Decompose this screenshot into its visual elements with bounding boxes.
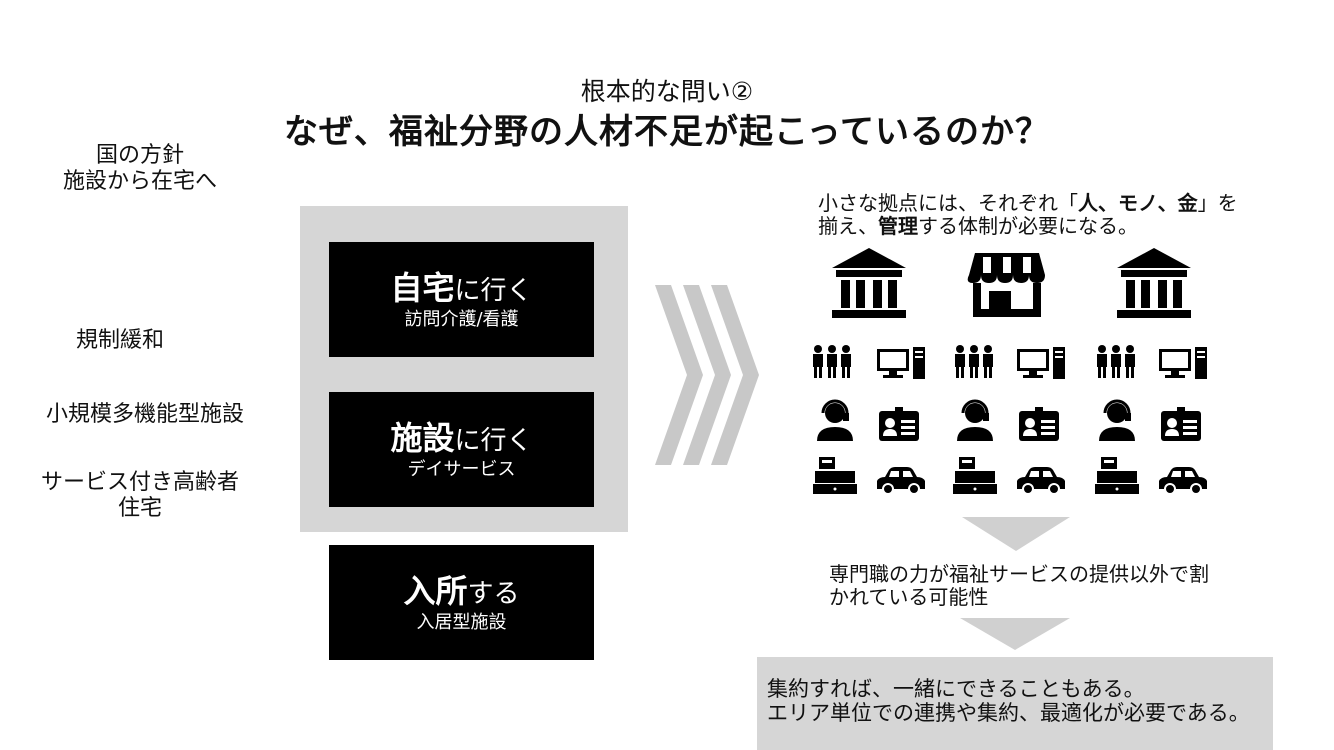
down-arrow-icon bbox=[960, 618, 1070, 650]
people-icon bbox=[1097, 345, 1135, 378]
service-residence-line2: 住宅 bbox=[117, 496, 162, 521]
chevron-arrows-icon bbox=[655, 285, 759, 465]
admission-box: 入所する 入居型施設 bbox=[329, 545, 594, 660]
home-visit-box: 自宅に行く 訪問介護/看護 bbox=[329, 242, 594, 357]
facility-visit-rest: に行く bbox=[454, 426, 533, 456]
facility-visit-bold: 施設 bbox=[390, 419, 455, 457]
admission-rest: する bbox=[467, 579, 520, 609]
people-icon bbox=[955, 345, 993, 378]
computer-icon bbox=[877, 347, 925, 379]
service-residence-line1: サービス付き高齢者 bbox=[40, 470, 239, 495]
cash-register-icon bbox=[953, 457, 997, 494]
operator-icon bbox=[815, 399, 855, 443]
resources-icon-grid bbox=[813, 248, 1208, 495]
admission-sub: 入居型施設 bbox=[416, 612, 507, 633]
facility-visit-box: 施設に行く デイサービス bbox=[329, 392, 594, 507]
admission-bold: 入所 bbox=[403, 572, 468, 610]
conclusion-line1: 集約すれば、一緒にできることもある。 bbox=[767, 677, 1145, 701]
home-visit-rest: に行く bbox=[454, 276, 533, 306]
operator-icon bbox=[1097, 399, 1137, 443]
home-visit-bold: 自宅 bbox=[390, 269, 455, 307]
down-arrow-icon bbox=[962, 517, 1070, 551]
building-icon bbox=[1117, 248, 1191, 318]
page-subtitle: 根本的な問い② bbox=[580, 77, 754, 106]
resources-note: 小さな拠点には、それぞれ「人、モノ、金」を 揃え、管理する体制が必要になる。 bbox=[818, 191, 1238, 238]
operator-icon bbox=[955, 399, 995, 443]
page-title: なぜ、福祉分野の人材不足が起こっているのか？ bbox=[284, 112, 1050, 152]
conclusion-box: 集約すれば、一緒にできることもある。 エリア単位での連携や集約、最適化が必要であ… bbox=[757, 657, 1273, 750]
car-icon bbox=[876, 466, 926, 495]
home-visit-sub: 訪問介護/看護 bbox=[404, 309, 519, 330]
car-icon bbox=[1016, 466, 1066, 495]
id-card-icon bbox=[1161, 407, 1201, 441]
store-icon bbox=[967, 253, 1045, 317]
computer-icon bbox=[1017, 347, 1065, 379]
policy-label: 国の方針 施設から在宅へ bbox=[40, 143, 240, 195]
deregulation-label: 規制緩和 bbox=[75, 328, 164, 353]
id-card-icon bbox=[1019, 407, 1059, 441]
people-icon bbox=[813, 345, 851, 378]
management-emphasis: 管理 bbox=[878, 214, 918, 238]
cash-register-icon bbox=[813, 457, 857, 494]
people-things-money-emphasis: 人、モノ、金 bbox=[1078, 191, 1198, 215]
computer-icon bbox=[1159, 347, 1207, 379]
policy-label-line1: 国の方針 bbox=[95, 143, 184, 168]
professional-time-note: 専門職の力が福祉サービスの提供以外で割 かれている可能性 bbox=[829, 562, 1209, 609]
policy-label-line2: 施設から在宅へ bbox=[62, 169, 217, 194]
conclusion-line2: エリア単位での連携や集約、最適化が必要である。 bbox=[767, 701, 1250, 725]
building-icon bbox=[832, 248, 906, 318]
id-card-icon bbox=[879, 407, 919, 441]
facility-visit-sub: デイサービス bbox=[407, 459, 516, 480]
cash-register-icon bbox=[1095, 457, 1139, 494]
car-icon bbox=[1158, 466, 1208, 495]
small-multi-facility-label: 小規模多機能型施設 bbox=[45, 402, 244, 427]
service-residence-label: サービス付き高齢者 住宅 bbox=[20, 470, 260, 522]
